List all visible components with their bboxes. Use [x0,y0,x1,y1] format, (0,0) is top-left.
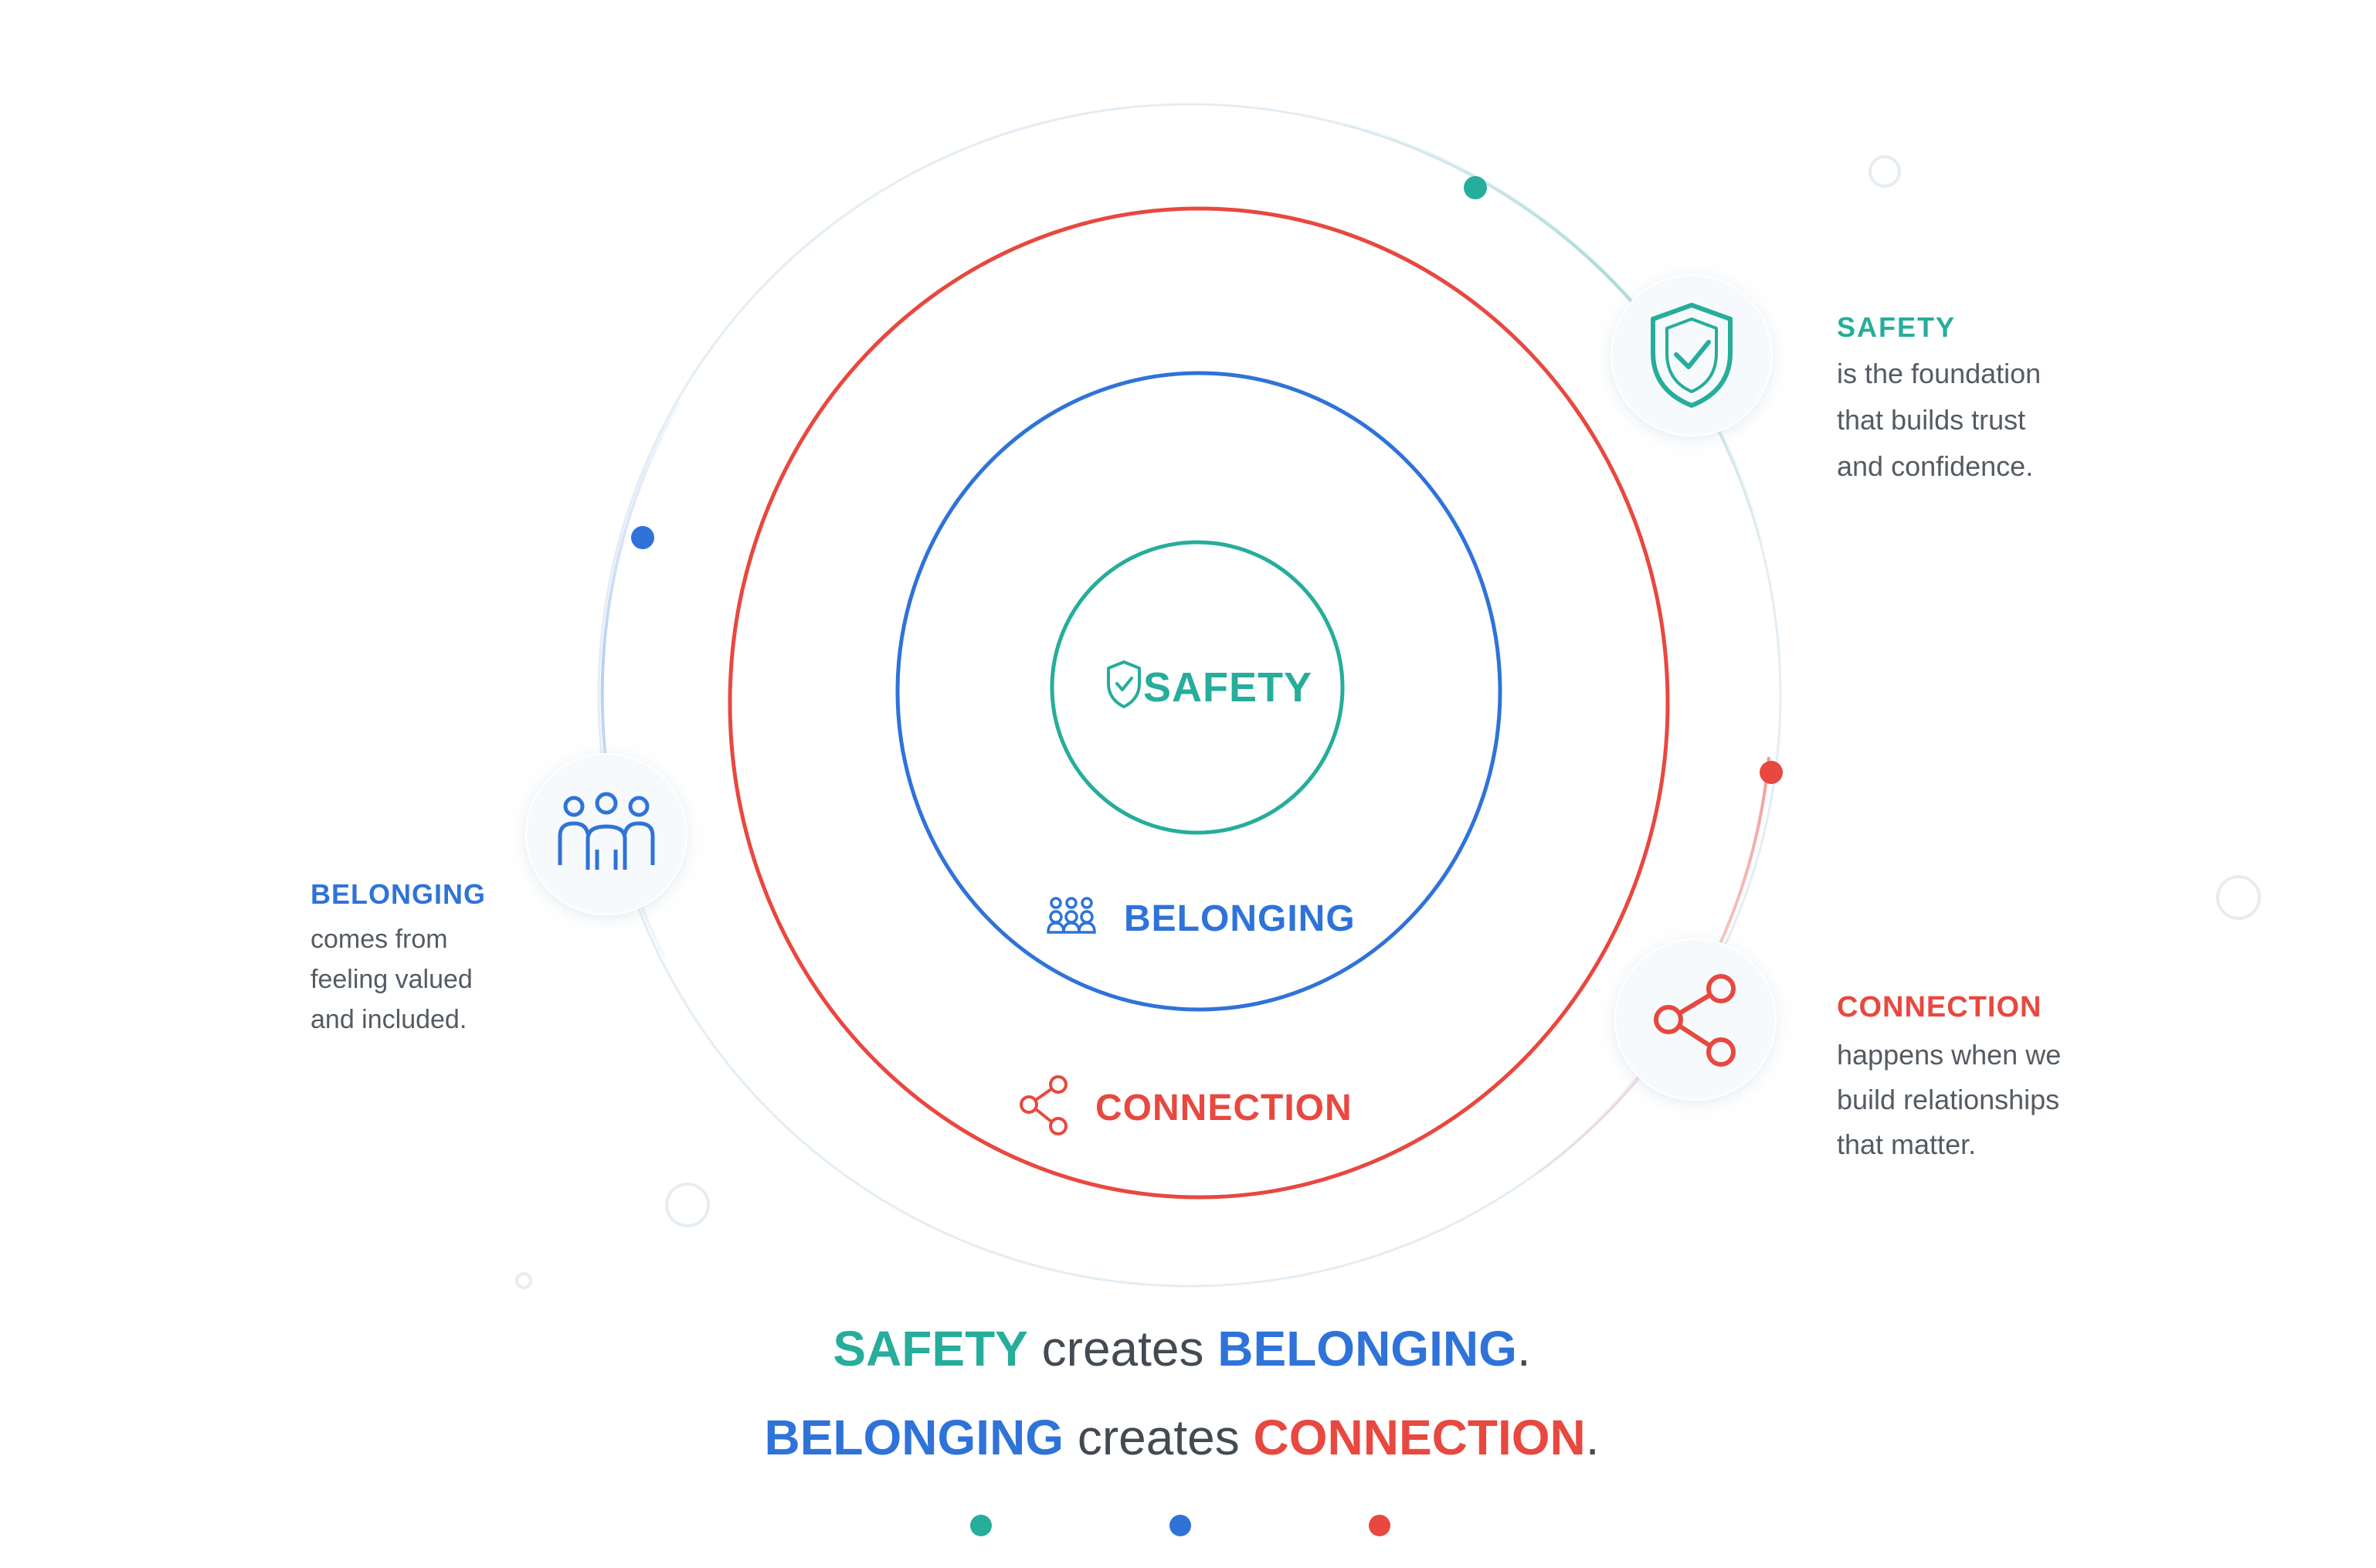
orbit-dot-red [1760,761,1783,784]
connection-callout-line: that matter. [1837,1128,1976,1160]
tagline-line-1: SAFETY creates BELONGING. [833,1321,1530,1376]
tagline-period: . [1517,1321,1531,1376]
tagline-belonging: BELONGING [1217,1321,1517,1376]
tagline-connection: CONNECTION [1254,1410,1586,1465]
connection-ring-text: CONNECTION [1095,1088,1353,1128]
decorative-circles [515,155,2261,1289]
belonging-ring-text: BELONGING [1124,898,1356,939]
safety-callout: SAFETY is the foundation that builds tru… [1611,274,2041,482]
connection-callout-title: CONNECTION [1837,991,2042,1023]
connection-callout-line: build relationships [1837,1084,2059,1115]
orbit-dots [631,176,1783,784]
safety-callout-title: SAFETY [1837,311,1956,343]
connection-callout: CONNECTION happens when we build relatio… [1614,938,2061,1160]
concentric-rings [728,206,1670,1200]
deco-circle [1869,155,1901,188]
tagline-creates: creates [1028,1321,1217,1376]
belonging-callout-title: BELONGING [311,878,486,910]
tagline-creates: creates [1064,1410,1253,1465]
deco-circle [515,1272,532,1289]
share-nodes-icon [1020,1075,1068,1135]
share-nodes-icon [1654,974,1736,1067]
belonging-callout: BELONGING comes from feeling valued and … [311,753,687,1034]
connection-ring [728,206,1670,1200]
safety-callout-line: and confidence. [1837,450,2033,482]
tagline-safety: SAFETY [833,1321,1027,1376]
shield-icon [1107,660,1141,708]
safety-ring-label: SAFETY [1107,660,1312,711]
progress-dot-red [1369,1515,1390,1536]
shield-check-icon [1651,303,1733,408]
connection-callout-line: happens when we [1837,1039,2061,1071]
belonging-callout-line: feeling valued [311,965,473,994]
safety-callout-line: that builds trust [1837,404,2025,436]
belonging-ring [895,371,1502,1012]
progress-indicator [970,1515,1390,1536]
orbit-dot-blue [631,526,654,549]
connection-ring-label: CONNECTION [1020,1075,1353,1135]
orbit-dot-teal [1464,176,1487,199]
progress-dot-blue [1169,1515,1191,1536]
deco-circle [2216,875,2261,920]
belonging-callout-line: comes from [311,925,448,954]
safety-callout-line: is the foundation [1837,358,2041,389]
tagline-belonging: BELONGING [765,1410,1064,1465]
safety-ring-text: SAFETY [1143,664,1312,711]
tagline: SAFETY creates BELONGING. BELONGING crea… [765,1321,1600,1465]
people-group-icon [558,792,655,870]
people-group-icon [1047,897,1096,934]
deco-circle [665,1183,710,1227]
tagline-period: . [1586,1410,1600,1465]
progress-dot-teal [970,1515,992,1536]
safety-ring [1050,540,1345,835]
belonging-callout-line: and included. [311,1005,467,1034]
tagline-line-2: BELONGING creates CONNECTION. [765,1410,1600,1465]
belonging-ring-label: BELONGING [1047,897,1356,939]
